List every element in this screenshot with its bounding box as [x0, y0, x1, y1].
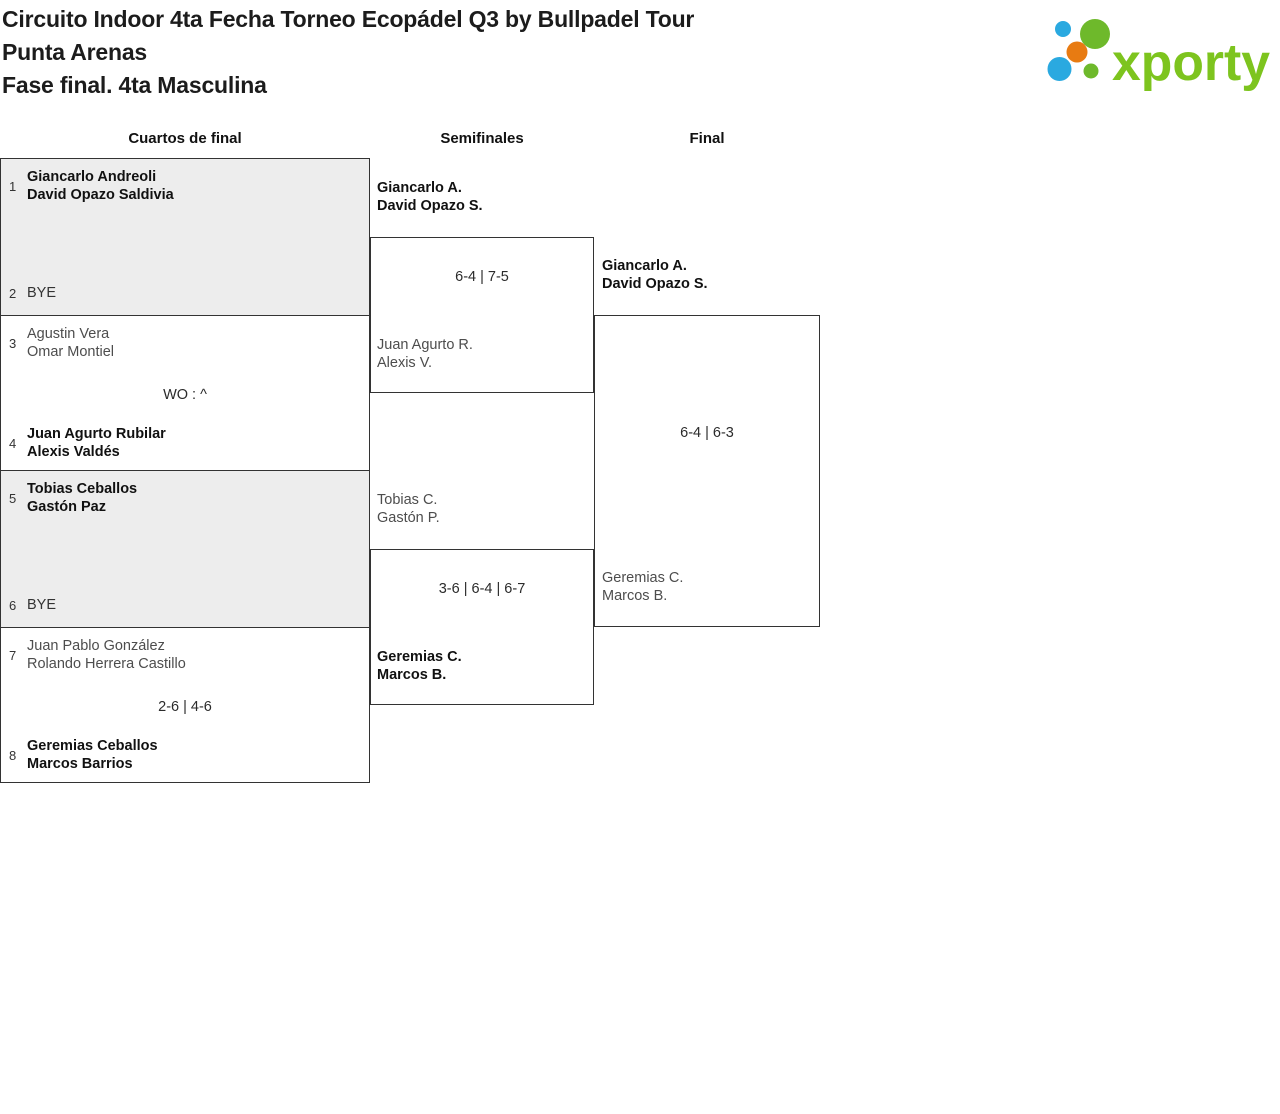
player-name: Marcos B.: [377, 667, 447, 683]
seed-number: 5: [9, 490, 17, 506]
player-name: Giancarlo Andreoli: [27, 169, 157, 185]
team-names: BYE: [27, 596, 56, 614]
seed-number: 6: [9, 597, 17, 613]
team-row: 2 BYE: [7, 284, 361, 302]
seed-number: 7: [9, 647, 17, 663]
player-name: David Opazo Saldivia: [27, 187, 174, 203]
page-title: Circuito Indoor 4ta Fecha Torneo Ecopáde…: [2, 3, 694, 102]
round-header-semifinales: Semifinales: [440, 130, 524, 147]
logo-dot-green-small: [1083, 63, 1099, 79]
match-quarterfinal-1: 1 Giancarlo Andreoli David Opazo Saldivi…: [0, 158, 370, 316]
match-semifinal-1: [370, 237, 594, 393]
round-header-cuartos: Cuartos de final: [128, 130, 242, 147]
team-names: Juan Agurto Rubilar Alexis Valdés: [27, 425, 166, 461]
player-name: BYE: [27, 597, 57, 613]
team-names: BYE: [27, 284, 56, 302]
logo-dot-green-large: [1080, 19, 1110, 49]
player-name: David Opazo S.: [602, 276, 708, 292]
match-quarterfinal-4: 7 Juan Pablo González Rolando Herrera Ca…: [0, 627, 370, 783]
team-names: Giancarlo A. David Opazo S.: [602, 257, 708, 293]
team-names: Agustin Vera Omar Montiel: [27, 325, 114, 361]
logo-dot-blue-large: [1047, 57, 1072, 81]
match-quarterfinal-3: 5 Tobias Ceballos Gastón Paz 6 BYE: [0, 470, 370, 628]
team-names: Giancarlo Andreoli David Opazo Saldivia: [27, 168, 174, 204]
match-score: 6-4 | 7-5: [455, 269, 509, 285]
player-name: Tobias C.: [377, 492, 438, 508]
player-name: Alexis Valdés: [27, 444, 120, 460]
seed-number: 2: [9, 285, 17, 301]
player-name: Rolando Herrera Castillo: [27, 656, 186, 672]
seed-number: 8: [9, 747, 17, 763]
team-names: Geremias Ceballos Marcos Barrios: [27, 737, 158, 773]
seed-number: 1: [9, 178, 17, 194]
logo-dot-blue-small: [1055, 21, 1071, 37]
player-name: Geremias C.: [377, 649, 462, 665]
title-line-2: Punta Arenas: [2, 39, 148, 65]
player-name: Gastón Paz: [27, 499, 106, 515]
team-names: Geremias C. Marcos B.: [377, 648, 462, 684]
team-names: Juan Agurto R. Alexis V.: [377, 336, 473, 372]
player-name: Juan Agurto R.: [377, 337, 473, 353]
player-name: Marcos Barrios: [27, 756, 133, 772]
team-names: Tobias C. Gastón P.: [377, 491, 440, 527]
match-final: [594, 315, 820, 627]
match-quarterfinal-2: 3 Agustin Vera Omar Montiel WO : ^ 4 Jua…: [0, 315, 370, 471]
title-line-1: Circuito Indoor 4ta Fecha Torneo Ecopáde…: [2, 6, 695, 32]
round-header-final: Final: [689, 130, 725, 147]
match-score: 2-6 | 4-6: [158, 699, 212, 715]
team-row: 3 Agustin Vera Omar Montiel: [7, 325, 361, 361]
team-row: 8 Geremias Ceballos Marcos Barrios: [7, 737, 361, 773]
player-name: Gastón P.: [377, 510, 440, 526]
player-name: Omar Montiel: [27, 344, 115, 360]
player-name: Agustin Vera: [27, 326, 110, 342]
player-name: David Opazo S.: [377, 198, 483, 214]
team-row: 7 Juan Pablo González Rolando Herrera Ca…: [7, 637, 361, 673]
seed-number: 3: [9, 335, 17, 351]
player-name: Geremias C.: [602, 570, 684, 586]
player-name: Giancarlo A.: [602, 258, 687, 274]
team-row: 5 Tobias Ceballos Gastón Paz: [7, 480, 361, 516]
player-name: Juan Agurto Rubilar: [27, 426, 166, 442]
team-row: 4 Juan Agurto Rubilar Alexis Valdés: [7, 425, 361, 461]
player-name: Tobias Ceballos: [27, 481, 138, 497]
logo-dot-orange: [1066, 41, 1088, 63]
player-name: Marcos B.: [602, 588, 668, 604]
player-name: Geremias Ceballos: [27, 738, 158, 754]
team-names: Geremias C. Marcos B.: [602, 569, 683, 605]
match-score: 6-4 | 6-3: [680, 425, 734, 441]
player-name: Giancarlo A.: [377, 180, 462, 196]
title-line-3: Fase final. 4ta Masculina: [2, 72, 267, 98]
team-names: Giancarlo A. David Opazo S.: [377, 179, 483, 215]
seed-number: 4: [9, 435, 17, 451]
match-semifinal-2: [370, 549, 594, 705]
team-names: Tobias Ceballos Gastón Paz: [27, 480, 137, 516]
xporty-logo[interactable]: xporty: [1046, 14, 1276, 94]
team-row: 1 Giancarlo Andreoli David Opazo Saldivi…: [7, 168, 361, 204]
player-name: BYE: [27, 285, 57, 301]
match-score: 3-6 | 6-4 | 6-7: [438, 581, 526, 597]
match-score: WO : ^: [163, 387, 207, 403]
team-names: Juan Pablo González Rolando Herrera Cast…: [27, 637, 186, 673]
xporty-wordmark: xporty: [1112, 34, 1270, 92]
player-name: Juan Pablo González: [27, 638, 165, 654]
player-name: Alexis V.: [377, 355, 433, 371]
team-row: 6 BYE: [7, 596, 361, 614]
